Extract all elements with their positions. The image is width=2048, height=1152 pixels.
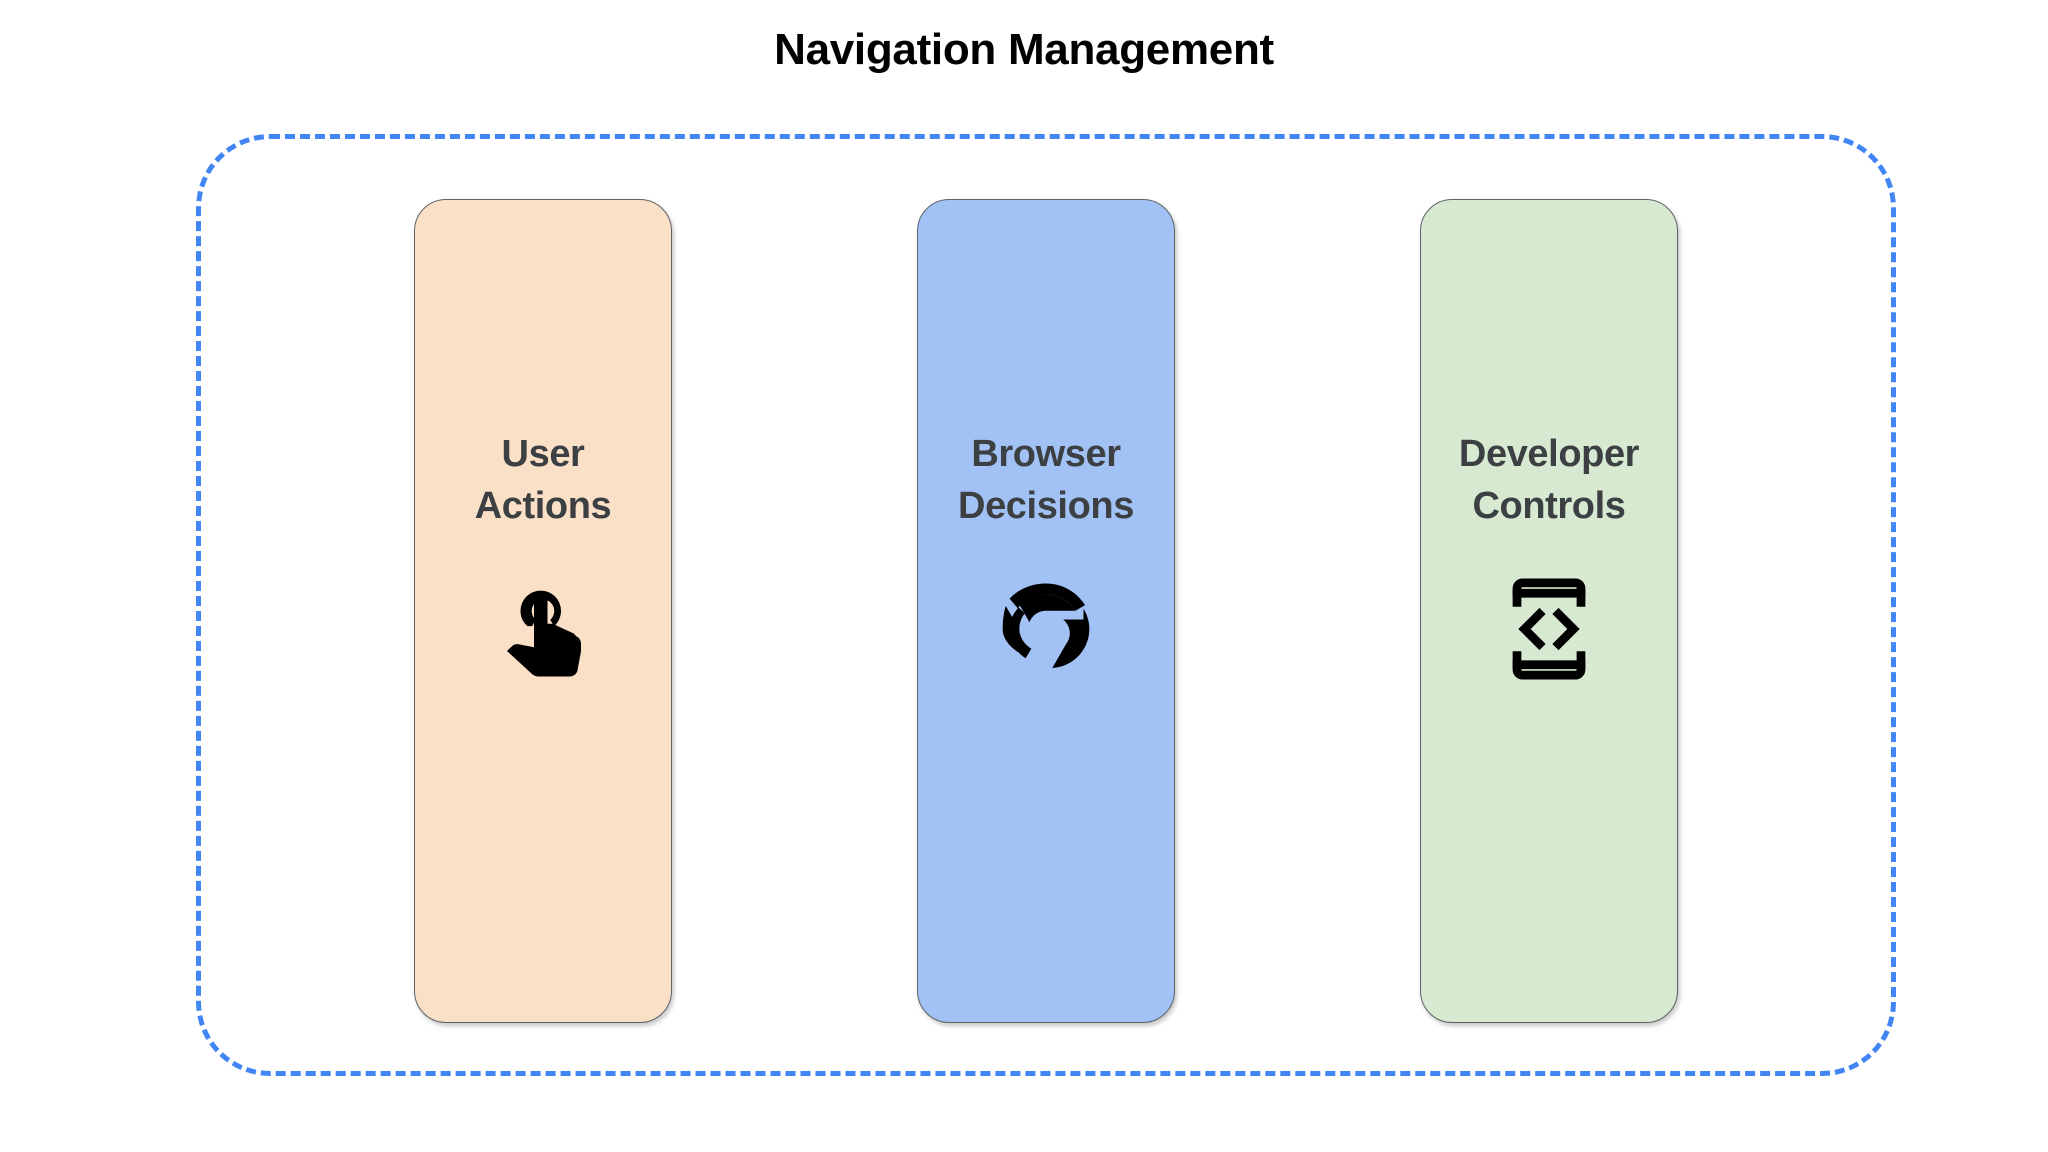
chrome-logo-icon (988, 571, 1104, 687)
developer-mode-icon (1491, 571, 1607, 687)
card-browser-decisions-label: Browser Decisions (958, 433, 1134, 528)
card-developer-controls[interactable]: Developer Controls (1420, 199, 1678, 1023)
card-browser-decisions[interactable]: Browser Decisions (917, 199, 1175, 1023)
card-user-actions[interactable]: User Actions (414, 199, 672, 1023)
card-developer-controls-label: Developer Controls (1458, 433, 1640, 528)
page-title: Navigation Management (774, 25, 1274, 74)
card-row: User Actions Browser Decisions (196, 199, 1896, 1023)
navigation-management-group-boundary (196, 134, 1896, 1076)
touch-app-icon (485, 571, 601, 687)
card-user-actions-label: User Actions (474, 433, 612, 528)
